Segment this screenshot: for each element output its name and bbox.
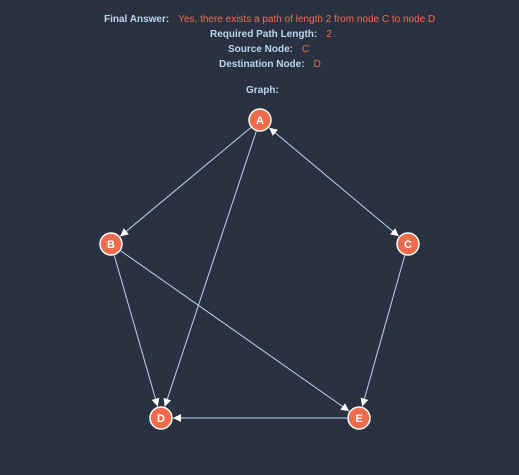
node-label: B xyxy=(107,239,115,251)
node-d: D xyxy=(149,406,173,430)
edge-a-d xyxy=(163,131,257,407)
edges-layer xyxy=(113,127,406,422)
nodes-layer: A B C D E xyxy=(99,108,420,430)
destination-node-value: D xyxy=(313,59,321,70)
node-circle xyxy=(248,108,272,132)
node-label: D xyxy=(157,413,165,425)
destination-node-label: Destination Node: xyxy=(219,59,305,70)
edge-b-d xyxy=(113,255,160,407)
final-answer-label: Final Answer: xyxy=(104,14,170,25)
node-circle xyxy=(396,232,420,256)
edge-b-e xyxy=(120,250,350,412)
node-c: C xyxy=(396,232,420,256)
final-answer-row: Final Answer: Yes, there exists a path of… xyxy=(104,12,435,27)
source-node-row: Source Node: C xyxy=(228,42,309,57)
node-label: A xyxy=(256,115,264,127)
path-length-label: Required Path Length: xyxy=(210,29,318,40)
edge-a-b xyxy=(119,127,252,237)
edge-c-e xyxy=(360,255,406,407)
node-e: E xyxy=(347,406,371,430)
node-label: E xyxy=(355,413,362,425)
path-length-value: 2 xyxy=(326,29,332,40)
node-a: A xyxy=(248,108,272,132)
source-node-value: C xyxy=(302,44,310,55)
node-circle xyxy=(99,232,123,256)
node-b: B xyxy=(99,232,123,256)
node-label: C xyxy=(404,239,412,251)
edge-a-c xyxy=(268,127,400,237)
path-length-row: Required Path Length: 2 xyxy=(210,27,332,42)
final-answer-value: Yes, there exists a path of length 2 fro… xyxy=(178,14,436,25)
source-node-label: Source Node: xyxy=(228,44,294,55)
node-circle xyxy=(347,406,371,430)
destination-node-row: Destination Node: D xyxy=(219,57,321,72)
graph-title-row: Graph: xyxy=(246,83,279,98)
graph-title: Graph: xyxy=(246,85,279,96)
node-circle xyxy=(149,406,173,430)
